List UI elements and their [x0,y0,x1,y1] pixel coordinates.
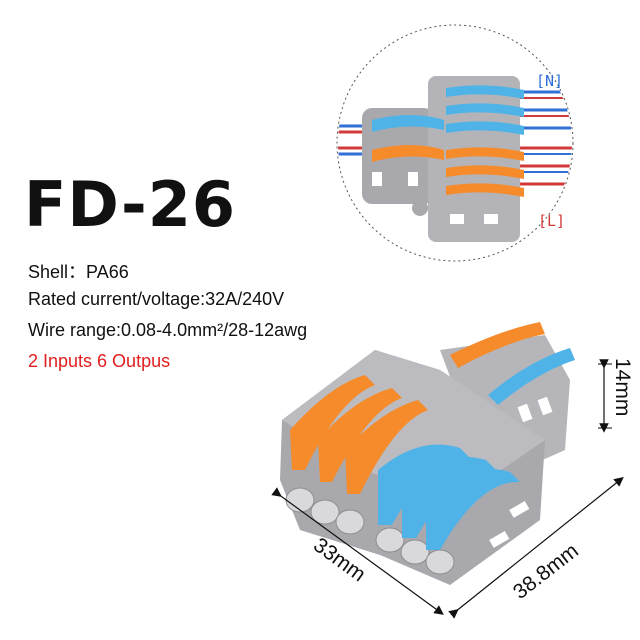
tag-live: [L] [538,212,565,230]
spec-inputs-outputs: 2 Inputs 6 Outpus [28,351,171,371]
inset-detail: [N] [L] [336,24,574,262]
dim-height-label: 14mm [611,358,634,416]
dim-line-depth [448,477,624,619]
inset-housing-right [428,76,520,242]
front-levers-orange [290,375,428,494]
spec-shell: Shell：PA66 [28,262,129,282]
spec-wire-range: Wire range:0.08-4.0mm²/28-12awg [28,320,308,340]
dim-depth-label: 38.8mm [509,539,583,604]
dimension-lines [271,359,624,619]
rear-lever-blue [488,348,575,405]
tag-neutral: [N] [536,72,563,90]
inset-lever-blue [372,115,444,132]
dim-line-width [271,487,444,615]
inset-lever-orange [372,145,444,162]
spec-rating: Rated current/voltage:32A/240V [28,289,285,309]
model-title: FD-26 [24,168,236,241]
rear-lever-orange [450,322,545,368]
